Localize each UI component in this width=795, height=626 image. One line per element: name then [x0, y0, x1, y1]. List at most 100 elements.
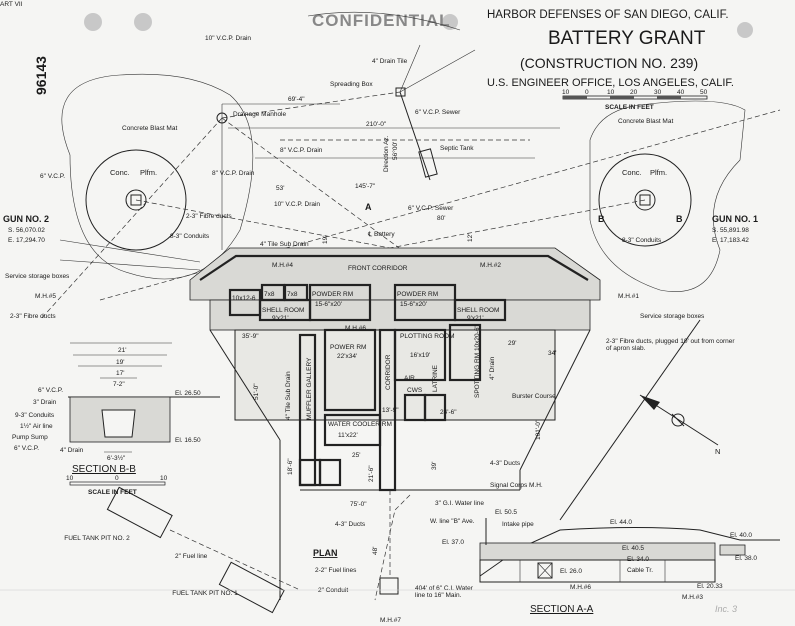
gun-1-south: S. 55,891.98: [712, 227, 749, 234]
gun-1-emplacement: Conc. Plfm.: [598, 153, 692, 247]
gun-2-emplacement: Conc. Plfm.: [85, 149, 187, 251]
svg-text:SECTION A-A: SECTION A-A: [530, 604, 594, 615]
svg-text:Burster Course: Burster Course: [512, 393, 556, 400]
svg-text:M.H.#7: M.H.#7: [380, 617, 401, 624]
svg-text:48': 48': [372, 547, 379, 555]
svg-text:Concrete Blast Mat: Concrete Blast Mat: [122, 125, 177, 132]
svg-text:22'x34': 22'x34': [337, 353, 357, 360]
svg-text:2-3" Fibre ducts: 2-3" Fibre ducts: [10, 313, 56, 320]
punch-hole: [737, 22, 753, 38]
svg-text:6" V.C.P.: 6" V.C.P.: [40, 173, 65, 180]
svg-text:El. 34.0: El. 34.0: [627, 556, 649, 563]
svg-text:39': 39': [431, 462, 438, 470]
svg-text:CONFIDENTIAL: CONFIDENTIAL: [312, 11, 451, 30]
svg-text:MUFFLER GALLERY: MUFFLER GALLERY: [306, 357, 313, 420]
svg-text:8-3" Conduits: 8-3" Conduits: [170, 233, 210, 240]
sheet-ref: ART VII: [0, 1, 23, 8]
svg-text:SPOTTING RM 10x20-6": SPOTTING RM 10x20-6": [474, 325, 481, 398]
svg-text:AIR: AIR: [404, 375, 415, 382]
svg-text:POWDER RM: POWDER RM: [397, 291, 438, 298]
svg-text:FRONT CORRIDOR: FRONT CORRIDOR: [348, 265, 408, 272]
svg-text:0: 0: [585, 89, 589, 96]
svg-text:6" V.C.P.: 6" V.C.P.: [14, 445, 39, 452]
svg-text:2-3" Fibre ducts: 2-3" Fibre ducts: [186, 213, 232, 220]
svg-text:B: B: [676, 214, 683, 224]
svg-text:Service storage boxes: Service storage boxes: [5, 273, 70, 280]
title-construction: (CONSTRUCTION NO. 239): [520, 55, 698, 71]
svg-text:4-3" Ducts: 4-3" Ducts: [490, 460, 521, 467]
svg-text:6'-3½": 6'-3½": [107, 454, 126, 462]
septic-tank: [418, 148, 438, 178]
drawing-number: 96143: [33, 56, 49, 95]
fuel-tank-pit-2: [106, 486, 173, 539]
confidential-stamp: CONFIDENTIAL: [307, 11, 461, 31]
svg-text:9'x21': 9'x21': [272, 315, 289, 322]
svg-text:9'x21': 9'x21': [467, 315, 484, 322]
svg-text:M.H.#4: M.H.#4: [272, 262, 293, 269]
pipe-lines: [39, 44, 781, 521]
svg-text:SHELL ROOM: SHELL ROOM: [262, 307, 304, 314]
svg-text:M.H.#2: M.H.#2: [480, 262, 501, 269]
svg-text:17': 17': [116, 370, 124, 377]
svg-text:CORRIDOR: CORRIDOR: [385, 354, 392, 390]
svg-text:8-3" Conduits: 8-3" Conduits: [622, 237, 662, 244]
svg-text:4" Tile Sub Drain: 4" Tile Sub Drain: [260, 241, 309, 248]
svg-text:2" Conduit: 2" Conduit: [318, 587, 348, 594]
svg-text:75'-0": 75'-0": [350, 501, 367, 508]
north-arrow-icon: N: [639, 394, 720, 456]
svg-text:A: A: [365, 202, 372, 212]
svg-text:9-3" Conduits: 9-3" Conduits: [15, 412, 55, 419]
svg-text:10: 10: [607, 89, 615, 96]
svg-text:16'x19': 16'x19': [410, 352, 430, 359]
svg-text:24'-6": 24'-6": [440, 409, 457, 416]
svg-text:Signal Corps M.H.: Signal Corps M.H.: [490, 482, 543, 489]
svg-text:W. line "B" Ave.: W. line "B" Ave.: [430, 518, 475, 525]
svg-text:4" Drain Tile: 4" Drain Tile: [372, 58, 408, 65]
gun-2-label: GUN NO. 2: [3, 214, 49, 224]
svg-text:6" V.C.P.: 6" V.C.P.: [38, 387, 63, 394]
blast-mat-left: [61, 73, 254, 280]
svg-text:El. 16.50: El. 16.50: [175, 437, 201, 444]
svg-text:15-6"x20': 15-6"x20': [315, 301, 342, 308]
svg-text:8" V.C.P. Drain: 8" V.C.P. Drain: [212, 170, 255, 177]
svg-text:4" Drain: 4" Drain: [489, 356, 496, 380]
svg-text:El. 26.0: El. 26.0: [560, 568, 582, 575]
svg-text:34': 34': [548, 350, 556, 357]
title-office: U.S. ENGINEER OFFICE, LOS ANGELES, CALIF…: [487, 77, 734, 89]
svg-text:15-6"x20': 15-6"x20': [400, 301, 427, 308]
water-line-note: 404' of 6" C.I. Water line to 16" Main.: [415, 585, 473, 599]
svg-text:56°00': 56°00': [391, 142, 399, 160]
svg-text:4-3" Ducts: 4-3" Ducts: [335, 521, 366, 528]
manhole-7: [379, 577, 399, 595]
svg-text:El. 37.0: El. 37.0: [442, 539, 464, 546]
fuel-tank-2-label: FUEL TANK PIT NO. 2: [64, 535, 130, 542]
punch-hole: [84, 13, 102, 31]
svg-text:21': 21': [118, 347, 126, 354]
svg-text:10: 10: [562, 89, 570, 96]
svg-text:7-2": 7-2": [113, 381, 125, 388]
svg-text:Plfm.: Plfm.: [650, 168, 667, 177]
punch-hole: [134, 13, 152, 31]
svg-text:El. 26.50: El. 26.50: [175, 390, 201, 397]
svg-text:10: 10: [160, 475, 168, 482]
svg-text:El. 40.5: El. 40.5: [622, 545, 644, 552]
svg-text:M.H.#6: M.H.#6: [345, 325, 366, 332]
svg-text:4" Drain: 4" Drain: [60, 447, 84, 454]
plan-labels: 10" V.C.P. Drain 4" Drain Tile Spreading…: [5, 35, 735, 624]
svg-text:7x8: 7x8: [287, 291, 298, 298]
svg-text:6" V.C.P. Sewer: 6" V.C.P. Sewer: [408, 205, 454, 212]
gun-1-east: E. 17,183.42: [712, 237, 749, 244]
svg-text:6" V.C.P. Sewer: 6" V.C.P. Sewer: [415, 109, 461, 116]
svg-text:35'-9": 35'-9": [242, 333, 259, 340]
gun-1-label: GUN NO. 1: [712, 214, 758, 224]
spreading-box: [395, 87, 406, 97]
svg-text:Conc.: Conc.: [110, 168, 130, 177]
svg-text:POWDER RM: POWDER RM: [312, 291, 353, 298]
svg-text:M.H.#6: M.H.#6: [570, 584, 591, 591]
svg-text:8" V.C.P. Drain: 8" V.C.P. Drain: [280, 147, 323, 154]
svg-text:Intake pipe: Intake pipe: [502, 521, 534, 528]
svg-text:M.H.#5: M.H.#5: [35, 293, 56, 300]
svg-text:N: N: [715, 447, 720, 456]
svg-text:2" Fuel line: 2" Fuel line: [175, 553, 208, 560]
svg-text:4" Tile Sub Drain: 4" Tile Sub Drain: [285, 371, 292, 420]
